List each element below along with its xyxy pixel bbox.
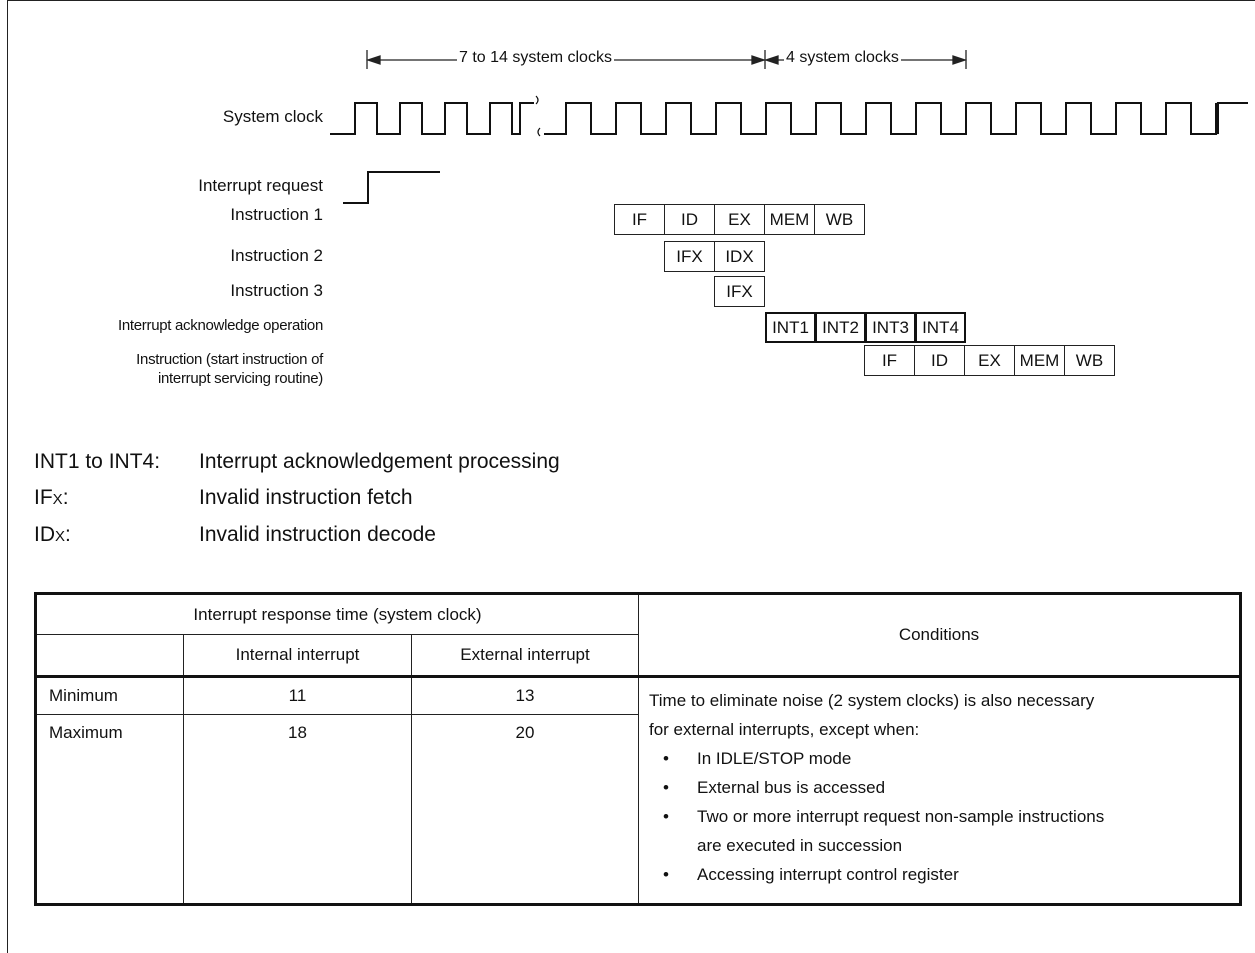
- figure-frame: [7, 0, 1255, 953]
- label-instruction-3: Instruction 3: [230, 281, 323, 300]
- label-isr-line2: interrupt servicing routine): [157, 370, 323, 387]
- legend-term-ifx-colon: :: [62, 486, 69, 509]
- label-instruction-1: Instruction 1: [230, 205, 323, 224]
- legend-term-ifx-main: IF: [34, 486, 53, 509]
- label-system-clock: System clock: [222, 107, 323, 126]
- clock-segment-before-break: [330, 102, 534, 135]
- legend-desc-int: Interrupt acknowledgement processing: [199, 450, 560, 473]
- cell-min-external: 13: [411, 675, 639, 715]
- instruction2-stage-ifx: IFX: [664, 241, 715, 272]
- response-time-table: Interrupt response time (system clock) C…: [34, 592, 1242, 906]
- isr-stage-id: ID: [914, 345, 965, 376]
- cell-max-external: 20: [411, 714, 639, 905]
- legend-term-ifx: IFX:: [34, 486, 69, 510]
- row-label-minimum: Minimum: [35, 675, 184, 715]
- int-ack-stage-int3: INT3: [865, 312, 916, 343]
- legend-term-idx: IDX:: [34, 523, 71, 547]
- clock-break-mark: [535, 95, 541, 137]
- int-ack-stage-int2: INT2: [815, 312, 866, 343]
- condition-item-continuation: are executed in succession: [697, 836, 903, 855]
- condition-item: Two or more interrupt request non-sample…: [649, 802, 1225, 860]
- instruction1-stage-if: IF: [614, 204, 665, 235]
- cell-min-internal: 11: [183, 675, 412, 715]
- span2-right-arrow: [952, 55, 968, 65]
- label-isr: Instruction (start instruction of interr…: [136, 350, 323, 388]
- span1-left-arrow: [365, 55, 381, 65]
- label-instruction-2: Instruction 2: [230, 246, 323, 265]
- condition-item: In IDLE/STOP mode: [649, 744, 1225, 773]
- conditions-intro-2: for external interrupts, except when:: [649, 720, 920, 739]
- table-row-maximum: Maximum 18 20: [35, 714, 1241, 905]
- instruction1-stage-mem: MEM: [764, 204, 815, 235]
- header-internal: Internal interrupt: [183, 634, 412, 677]
- isr-stage-if: IF: [864, 345, 915, 376]
- header-empty: [35, 634, 184, 677]
- legend-term-ifx-sub: X: [52, 491, 63, 508]
- isr-stage-wb: WB: [1064, 345, 1115, 376]
- condition-item: Accessing interrupt control register: [649, 860, 1225, 889]
- label-interrupt-request: Interrupt request: [198, 176, 323, 195]
- instruction3-stage-ifx: IFX: [714, 276, 765, 307]
- span1-right-arrow: [751, 55, 767, 65]
- system-clock-waveform: [330, 95, 1248, 137]
- conditions-intro-1: Time to eliminate noise (2 system clocks…: [649, 691, 1095, 710]
- instruction1-stage-id: ID: [664, 204, 715, 235]
- legend-desc-ifx: Invalid instruction fetch: [199, 486, 413, 509]
- span2-label: 4 system clocks: [784, 49, 901, 67]
- header-response-time: Interrupt response time (system clock): [35, 593, 639, 635]
- isr-stage-mem: MEM: [1014, 345, 1065, 376]
- int-ack-stage-int1: INT1: [765, 312, 816, 343]
- instruction1-stage-ex: EX: [714, 204, 765, 235]
- row-label-maximum: Maximum: [35, 714, 184, 905]
- conditions-cell: Time to eliminate noise (2 system clocks…: [638, 675, 1241, 905]
- span1-label: 7 to 14 system clocks: [457, 49, 614, 67]
- header-conditions: Conditions: [638, 593, 1241, 677]
- cell-max-internal: 18: [183, 714, 412, 905]
- conditions-list: In IDLE/STOP mode External bus is access…: [649, 744, 1225, 889]
- label-isr-line1: Instruction (start instruction of: [136, 351, 323, 368]
- span2-left-arrow: [763, 55, 779, 65]
- int-ack-stage-int4: INT4: [915, 312, 966, 343]
- condition-item: External bus is accessed: [649, 773, 1225, 802]
- clock-segment-after-break: [544, 102, 1248, 135]
- header-external: External interrupt: [411, 634, 639, 677]
- interrupt-request-waveform: [343, 171, 440, 204]
- legend-term-idx-colon: :: [65, 523, 71, 546]
- isr-stage-ex: EX: [964, 345, 1015, 376]
- table-row-minimum: Minimum 11 13 Time to eliminate noise (2…: [35, 675, 1241, 905]
- instruction2-stage-idx: IDX: [714, 241, 765, 272]
- legend-term-int: INT1 to INT4:: [34, 450, 161, 473]
- legend-term-idx-main: ID: [34, 523, 55, 546]
- legend-term-idx-sub: X: [55, 528, 66, 545]
- instruction1-stage-wb: WB: [814, 204, 865, 235]
- condition-item-text: Two or more interrupt request non-sample…: [697, 807, 1105, 826]
- label-int-ack: Interrupt acknowledge operation: [117, 317, 323, 334]
- legend-desc-idx: Invalid instruction decode: [199, 523, 436, 546]
